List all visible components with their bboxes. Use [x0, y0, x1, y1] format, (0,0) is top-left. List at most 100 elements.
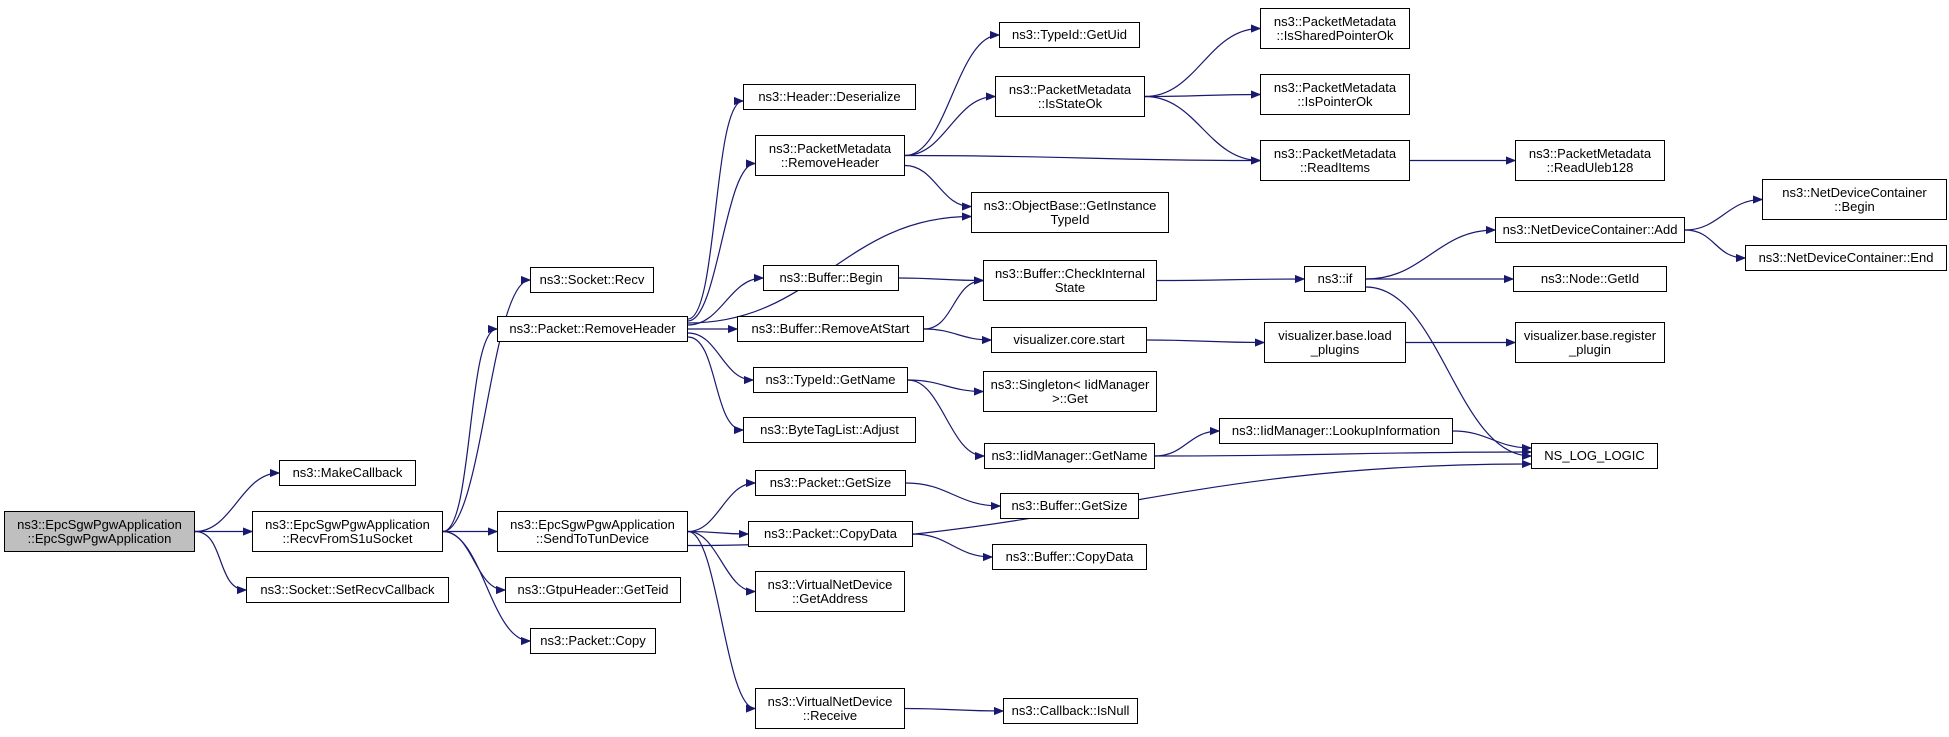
node-iidlookup[interactable]: ns3::IidManager::LookupInformation: [1219, 418, 1453, 444]
node-iidgetname[interactable]: ns3::IidManager::GetName: [984, 443, 1155, 469]
edge-nsif-to-nsloglogic: [1365, 286, 1531, 456]
node-bufgetsize[interactable]: ns3::Buffer::GetSize: [1000, 493, 1139, 519]
node-label-line: ns3::PacketMetadata: [1008, 81, 1132, 97]
node-pmreaditems[interactable]: ns3::PacketMetadata::ReadItems: [1260, 140, 1410, 181]
node-vndreceive[interactable]: ns3::VirtualNetDevice::Receive: [755, 688, 905, 729]
node-label-line: _plugins: [1310, 341, 1360, 357]
edge-sendtotun-to-vndreceive: [687, 530, 756, 709]
node-recvs1u[interactable]: ns3::EpcSgwPgwApplication::RecvFromS1uSo…: [252, 511, 443, 552]
edge-sendtotun-to-pktgetsize: [687, 483, 755, 533]
node-label-line: ns3::PacketMetadata: [768, 140, 892, 156]
node-label-line: ns3::MakeCallback: [292, 465, 403, 480]
node-label-line: ns3::PacketMetadata: [1528, 145, 1652, 161]
node-viscorestart[interactable]: visualizer.core.start: [991, 327, 1147, 353]
edge-root-to-setrecvcb: [194, 530, 247, 591]
node-label-line: ::ReadItems: [1299, 159, 1371, 175]
node-label-line: ::EpcSgwPgwApplication: [27, 530, 172, 546]
node-label-line: ::ReadUleb128: [1546, 159, 1634, 175]
node-hdrdeser[interactable]: ns3::Header::Deserialize: [743, 84, 916, 110]
node-pmremovehdr[interactable]: ns3::PacketMetadata::RemoveHeader: [755, 135, 905, 176]
node-label-line: ns3::NetDeviceContainer::End: [1758, 250, 1934, 265]
node-bufcopydata[interactable]: ns3::Buffer::CopyData: [992, 544, 1147, 570]
node-ndcadd[interactable]: ns3::NetDeviceContainer::Add: [1495, 217, 1685, 243]
node-label-line: ns3::TypeId::GetName: [765, 372, 896, 387]
node-nsif[interactable]: ns3::if: [1304, 266, 1366, 292]
edge-recvs1u-to-sockrecv: [442, 280, 531, 533]
node-pktcopydata[interactable]: ns3::Packet::CopyData: [748, 521, 913, 547]
node-nsloglogic[interactable]: NS_LOG_LOGIC: [1531, 443, 1658, 469]
node-pktcopy[interactable]: ns3::Packet::Copy: [530, 628, 656, 654]
node-pmisstateok[interactable]: ns3::PacketMetadata::IsStateOk: [995, 76, 1145, 117]
node-typeidgetuid[interactable]: ns3::TypeId::GetUid: [999, 22, 1140, 48]
node-label-line: ns3::Header::Deserialize: [758, 89, 901, 104]
node-ndcbegin[interactable]: ns3::NetDeviceContainer::Begin: [1762, 179, 1947, 220]
node-label-line: ns3::VirtualNetDevice: [767, 693, 893, 709]
node-singletonget[interactable]: ns3::Singleton< IidManager>::Get: [983, 371, 1157, 412]
edge-sendtotun-to-vndgetaddr: [687, 530, 756, 592]
node-label-line: ns3::Singleton< IidManager: [990, 376, 1150, 392]
edge-nsif-to-ndcadd: [1365, 230, 1495, 280]
node-label-line: visualizer.core.start: [1013, 332, 1125, 347]
node-label-line: ns3::if: [1317, 271, 1353, 286]
node-bufbegin[interactable]: ns3::Buffer::Begin: [763, 265, 899, 291]
node-gtputeid[interactable]: ns3::GtpuHeader::GetTeid: [505, 577, 681, 603]
node-pmissharedptr[interactable]: ns3::PacketMetadata::IsSharedPointerOk: [1260, 8, 1410, 49]
edge-recvs1u-to-pktcopy: [442, 530, 530, 642]
node-typeidgetname[interactable]: ns3::TypeId::GetName: [753, 367, 908, 393]
edge-ndcadd-to-ndcend: [1684, 229, 1745, 258]
node-label-line: ns3::VirtualNetDevice: [767, 576, 893, 592]
node-label-line: ns3::ByteTagList::Adjust: [760, 422, 899, 437]
node-makecallback[interactable]: ns3::MakeCallback: [279, 460, 416, 486]
node-pktremovehdr[interactable]: ns3::Packet::RemoveHeader: [497, 316, 688, 342]
node-visregplugin[interactable]: visualizer.base.register_plugin: [1515, 322, 1665, 363]
edge-bufremoveatstart-to-viscorestart: [923, 328, 991, 340]
edge-recvs1u-to-pktremovehdr: [442, 329, 498, 533]
node-bufremoveatstart[interactable]: ns3::Buffer::RemoveAtStart: [737, 316, 924, 342]
node-label-line: ns3::IidManager::GetName: [991, 448, 1148, 463]
node-label-line: ::IsStateOk: [1037, 95, 1103, 111]
node-cbisnull[interactable]: ns3::Callback::IsNull: [1003, 698, 1138, 724]
node-label-line: ns3::Node::GetId: [1540, 271, 1640, 286]
node-label-line: ns3::NetDeviceContainer::Add: [1502, 222, 1678, 237]
node-label-line: ns3::ObjectBase::GetInstance: [983, 197, 1157, 213]
node-vndgetaddr[interactable]: ns3::VirtualNetDevice::GetAddress: [755, 571, 905, 612]
node-label-line: ns3::Buffer::Begin: [779, 270, 883, 285]
node-label-line: ::Receive: [802, 707, 858, 723]
node-label-line: ::GetAddress: [792, 590, 868, 606]
node-label-line: ns3::Packet::RemoveHeader: [509, 321, 676, 336]
node-label-line: ::RecvFromS1uSocket: [282, 530, 413, 546]
edge-pmremovehdr-to-typeidgetuid: [904, 35, 999, 157]
node-label-line: ns3::PacketMetadata: [1273, 145, 1397, 161]
node-pmreaduleb[interactable]: ns3::PacketMetadata::ReadUleb128: [1515, 140, 1665, 181]
edge-iidgetname-to-nsloglogic: [1154, 452, 1531, 457]
node-visloadplugins[interactable]: visualizer.base.load_plugins: [1264, 322, 1406, 363]
node-sendtotun[interactable]: ns3::EpcSgwPgwApplication::SendToTunDevi…: [497, 511, 688, 552]
node-pmisptrok[interactable]: ns3::PacketMetadata::IsPointerOk: [1260, 74, 1410, 115]
node-bytetagadjust[interactable]: ns3::ByteTagList::Adjust: [743, 417, 916, 443]
edge-root-to-makecallback: [194, 473, 279, 533]
node-label-line: ns3::TypeId::GetUid: [1012, 27, 1127, 42]
edge-vndreceive-to-cbisnull: [904, 709, 1003, 712]
edge-pmisstateok-to-pmissharedptr: [1144, 29, 1260, 98]
node-label-line: >::Get: [1052, 390, 1088, 406]
node-pktgetsize[interactable]: ns3::Packet::GetSize: [755, 470, 906, 496]
node-label-line: ::IsSharedPointerOk: [1276, 27, 1394, 43]
node-sockrecv[interactable]: ns3::Socket::Recv: [530, 267, 654, 293]
edge-pktremovehdr-to-hdrdeser: [687, 101, 744, 320]
edge-bufremoveatstart-to-bufcheckint: [923, 281, 983, 330]
node-label-line: State: [1054, 279, 1086, 295]
node-label-line: ns3::EpcSgwPgwApplication: [17, 516, 182, 532]
node-label-line: ns3::Packet::CopyData: [764, 526, 897, 541]
node-label-line: ::IsPointerOk: [1297, 93, 1373, 109]
node-label-line: visualizer.base.register: [1523, 327, 1657, 343]
edge-pmisstateok-to-pmreaditems: [1144, 95, 1260, 161]
edge-pktcopydata-to-bufcopydata: [912, 533, 992, 557]
node-root[interactable]: ns3::EpcSgwPgwApplication::EpcSgwPgwAppl…: [4, 511, 195, 552]
node-label-line: visualizer.base.load: [1278, 327, 1392, 343]
node-ndcend[interactable]: ns3::NetDeviceContainer::End: [1745, 245, 1947, 271]
node-setrecvcb[interactable]: ns3::Socket::SetRecvCallback: [246, 577, 449, 603]
node-nodegetid[interactable]: ns3::Node::GetId: [1513, 266, 1667, 292]
